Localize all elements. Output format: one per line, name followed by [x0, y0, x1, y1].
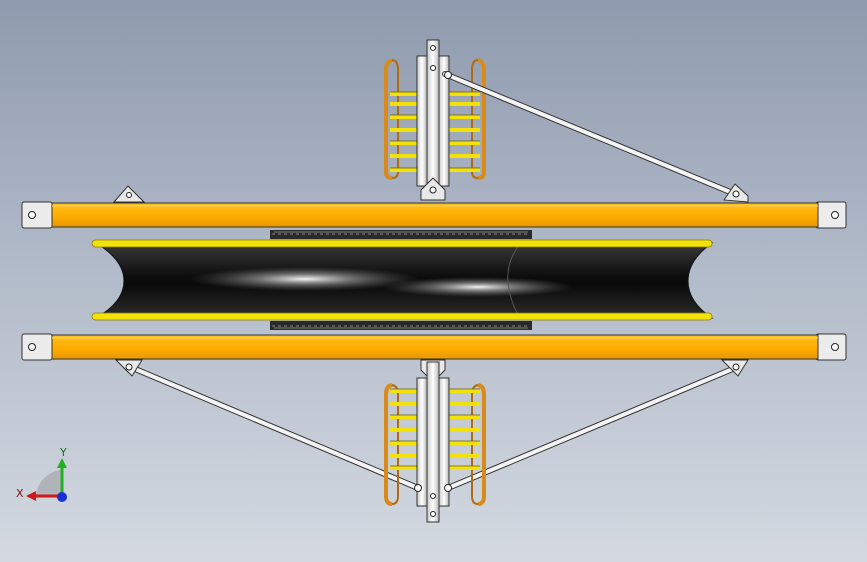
axis-triad[interactable]: Y X: [16, 446, 67, 502]
x-axis-label: X: [16, 487, 24, 500]
top-brace: [442, 71, 749, 203]
top-ladder-assembly[interactable]: [112, 39, 749, 203]
bottom-chain: [270, 321, 532, 330]
bottom-right-brace: [445, 359, 749, 491]
top-chain: [270, 230, 532, 239]
top-beam[interactable]: [21, 201, 847, 229]
bottom-left-brace: [114, 359, 421, 491]
top-center-post: [426, 39, 440, 199]
roller-drum[interactable]: [91, 239, 714, 321]
bottom-ladder-assembly[interactable]: [114, 359, 749, 523]
top-ladder-rings: [384, 58, 486, 180]
y-axis-label: Y: [59, 446, 67, 459]
bottom-beam[interactable]: [21, 333, 847, 361]
